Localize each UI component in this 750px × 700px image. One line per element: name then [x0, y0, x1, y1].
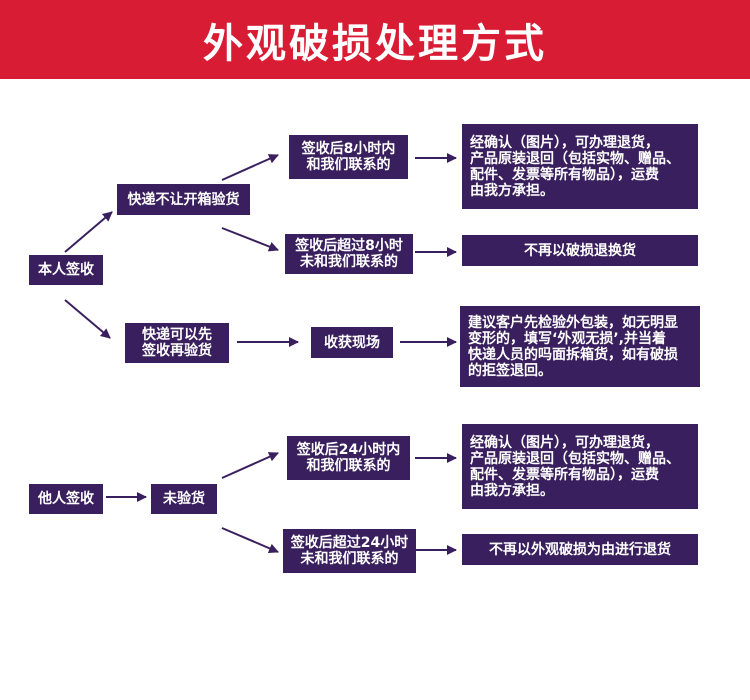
over-8h-result-box: 不再以破损退换货 — [462, 235, 698, 266]
within-24h-box: 签收后24小时内 和我们联系的 — [287, 436, 410, 480]
over-8h-box: 签收后超过8小时 未和我们联系的 — [285, 234, 413, 274]
not-inspected-box: 未验货 — [151, 484, 217, 514]
other-sign-box: 他人签收 — [29, 484, 103, 514]
arrow-noopen-to-over8h — [221, 227, 279, 252]
arrow-self-to-noopen — [64, 211, 113, 253]
arrow-noinspect-to-over24h — [221, 527, 279, 554]
no-open-box: 快递不让开箱验货 — [117, 184, 250, 215]
over-24h-result-box: 不再以外观破损为由进行退货 — [462, 534, 698, 565]
arrow-self-to-canopen — [64, 299, 111, 339]
on-site-result-box: 建议客户先检验外包装，如无明显 变形的，填写‘外观无损’,并当着 快递人员的吗面… — [460, 306, 700, 387]
on-site-box: 收获现场 — [311, 327, 393, 358]
self-sign-box: 本人签收 — [29, 255, 103, 285]
over-24h-box: 签收后超过24小时 未和我们联系的 — [283, 529, 416, 573]
page-title: 外观破损处理方式 — [0, 0, 750, 79]
within-8h-result-box: 经确认（图片），可办理退货， 产品原装退回（包括实物、赠品、 配件、发票等所有物… — [462, 124, 698, 209]
arrow-noopen-to-8h — [221, 154, 279, 181]
arrow-noinspect-to-24h — [221, 452, 279, 479]
can-open-box: 快递可以先 签收再验货 — [125, 323, 229, 363]
within-8h-box: 签收后8小时内 和我们联系的 — [289, 135, 408, 179]
within-24h-result-box: 经确认（图片），可办理退货， 产品原装退回（包括实物、赠品、 配件、发票等所有物… — [462, 424, 698, 509]
